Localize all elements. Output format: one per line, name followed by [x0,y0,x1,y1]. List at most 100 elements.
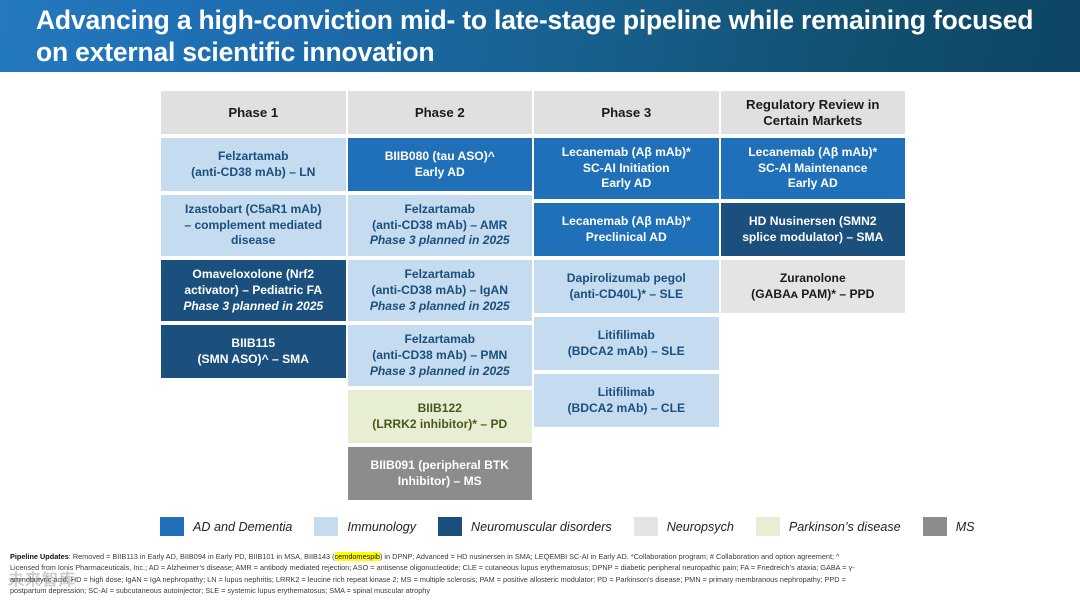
footnote-line-3: aminobutyric acid; HD = high dose; IgAN … [10,574,846,584]
title-bar: Advancing a high-conviction mid- to late… [0,0,1080,72]
cell-line: Early AD [787,176,838,191]
page-title: Advancing a high-conviction mid- to late… [36,5,1034,68]
legend-label: Parkinson’s disease [788,519,901,534]
pipeline-cell[interactable]: Zuranolone(GABAᴀ PAM)* – PPD [719,259,906,315]
cell-line: Izastobart (C5aR1 mAb) [185,202,322,216]
cell-line: (BDCA2 mAb) – CLE [567,400,686,415]
column-header: Phase 1 [160,90,347,135]
legend-label: Neuropsych [666,519,734,534]
footnote-line-1a: : Removed = BIIB113 in Early AD, BIIB094… [68,552,335,561]
cell-line: activator) – Pediatric FA [184,282,323,297]
cell-line: BIIB122 [417,401,462,416]
column-header: Regulatory Review in Certain Markets [719,90,906,135]
pipeline-cell[interactable]: Lecanemab (Aβ mAb)*Preclinical AD [533,202,720,258]
legend-label: Neuromuscular disorders [471,519,612,534]
cell-line: Lecanemab (Aβ mAb)* [561,145,691,159]
pipeline-cell[interactable]: Izastobart (C5aR1 mAb)– complement media… [160,194,347,258]
cell-line: (SMN ASO)^ – SMA [197,351,309,366]
pipeline-cell[interactable]: BIIB122(LRRK2 inhibitor)* – PD [346,389,533,445]
cell-subnote: Phase 3 planned in 2025 [369,363,510,378]
cell-line: Lecanemab (Aβ mAb)* [561,213,691,228]
cell-line: Early AD [414,164,465,179]
cell-line: Inhibitor) – MS [397,473,482,488]
legend-label: Immunology [347,519,417,534]
cell-line: Early AD [601,176,652,191]
legend-item: MS [922,517,975,536]
cell-line: BIIB091 (peripheral BTK [370,458,509,473]
cell-line: Omaveloxolone (Nrf2 [192,267,315,282]
cell-subnote: Phase 3 planned in 2025 [369,298,510,313]
footnotes: Pipeline Updates: Removed = BIIB113 in E… [10,551,1074,596]
footnote-line-2: Licensed from Ionis Pharmaceuticals, Inc… [10,563,855,573]
footnote-highlight-cemdomespib: cemdomespib [334,552,380,561]
pipeline-cell[interactable]: Dapirolizumab pegol(anti-CD40L)* – SLE [533,259,720,315]
legend-swatch-immunology [314,517,339,536]
legend-swatch-neuromuscular [438,517,463,536]
pipeline-cell[interactable]: BIIB080 (tau ASO)^Early AD [346,137,533,192]
pipeline-cell[interactable]: Felzartamab(anti-CD38 mAb) – LN [160,137,347,192]
legend-item: Immunology [314,517,416,536]
cell-line: Litifilimab [597,384,655,399]
legend: AD and Dementia Immunology Neuromuscular d… [160,517,975,536]
cell-line: (GABAᴀ PAM)* – PPD [751,286,875,301]
column-header: Phase 2 [346,90,533,135]
cell-line: SC-AI Initiation [582,160,670,175]
cell-line: (BDCA2 mAb) – SLE [567,343,685,358]
legend-swatch-ad-and-dementia [160,517,184,536]
legend-item: Neuromuscular disorders [438,517,612,536]
legend-item: Parkinson’s disease [755,517,901,536]
cell-line: (anti-CD38 mAb) – AMR [372,217,508,232]
cell-line: Dapirolizumab pegol [566,270,686,285]
cell-line: – complement mediated [184,217,323,232]
cell-line: Felzartamab [404,202,476,216]
cell-line: SC-AI Maintenance [757,160,868,175]
footnote-line-4: postpartum depression; SC-AI = subcutane… [10,585,430,595]
legend-swatch-neuropsych [633,517,658,536]
cell-line: (anti-CD38 mAb) – IgAN [371,282,508,297]
cell-line: (anti-CD38 mAb) – PMN [372,348,508,363]
legend-label: AD and Dementia [193,519,293,534]
cell-line: Lecanemab (Aβ mAb)* [748,145,878,159]
cell-line: BIIB115 [231,336,276,351]
legend-swatch-ms [922,517,947,536]
cell-line: Zuranolone [779,270,846,285]
cell-line: (anti-CD40L)* – SLE [569,286,684,301]
pipeline-cell[interactable]: Litifilimab(BDCA2 mAb) – SLE [533,316,720,372]
cell-subnote: Phase 3 planned in 2025 [183,298,324,313]
cell-line: Felzartamab [217,148,289,163]
cell-line: splice modulator) – SMA [742,229,884,244]
cell-line: Preclinical AD [585,229,667,244]
cell-line: (LRRK2 inhibitor)* – PD [372,416,508,431]
footnote-line-1b: ) in DPNP; Advanced = HD nusinersen in S… [379,552,840,561]
legend-swatch-parkinsons [755,517,780,536]
cell-line: (anti-CD38 mAb) – LN [191,164,316,179]
cell-line: Litifilimab [597,327,655,342]
legend-item: AD and Dementia [160,517,292,536]
pipeline-cell[interactable]: BIIB115(SMN ASO)^ – SMA [160,324,347,380]
cell-line: disease [231,233,276,248]
cell-subnote: Phase 3 planned in 2025 [369,233,510,248]
footnote-line-1: Pipeline Updates: Removed = BIIB113 in E… [10,551,1074,562]
column-header: Phase 3 [533,90,720,135]
pipeline-cell[interactable]: Litifilimab(BDCA2 mAb) – CLE [533,373,720,429]
footnote-label: Pipeline Updates [10,552,69,561]
cell-line: Felzartamab [404,332,476,347]
cell-line: Felzartamab [404,267,476,282]
cell-line: BIIB080 (tau ASO)^ [384,148,495,163]
legend-item: Neuropsych [633,517,734,536]
legend-label: MS [955,519,975,534]
cell-line: HD Nusinersen (SMN2 [748,213,877,228]
